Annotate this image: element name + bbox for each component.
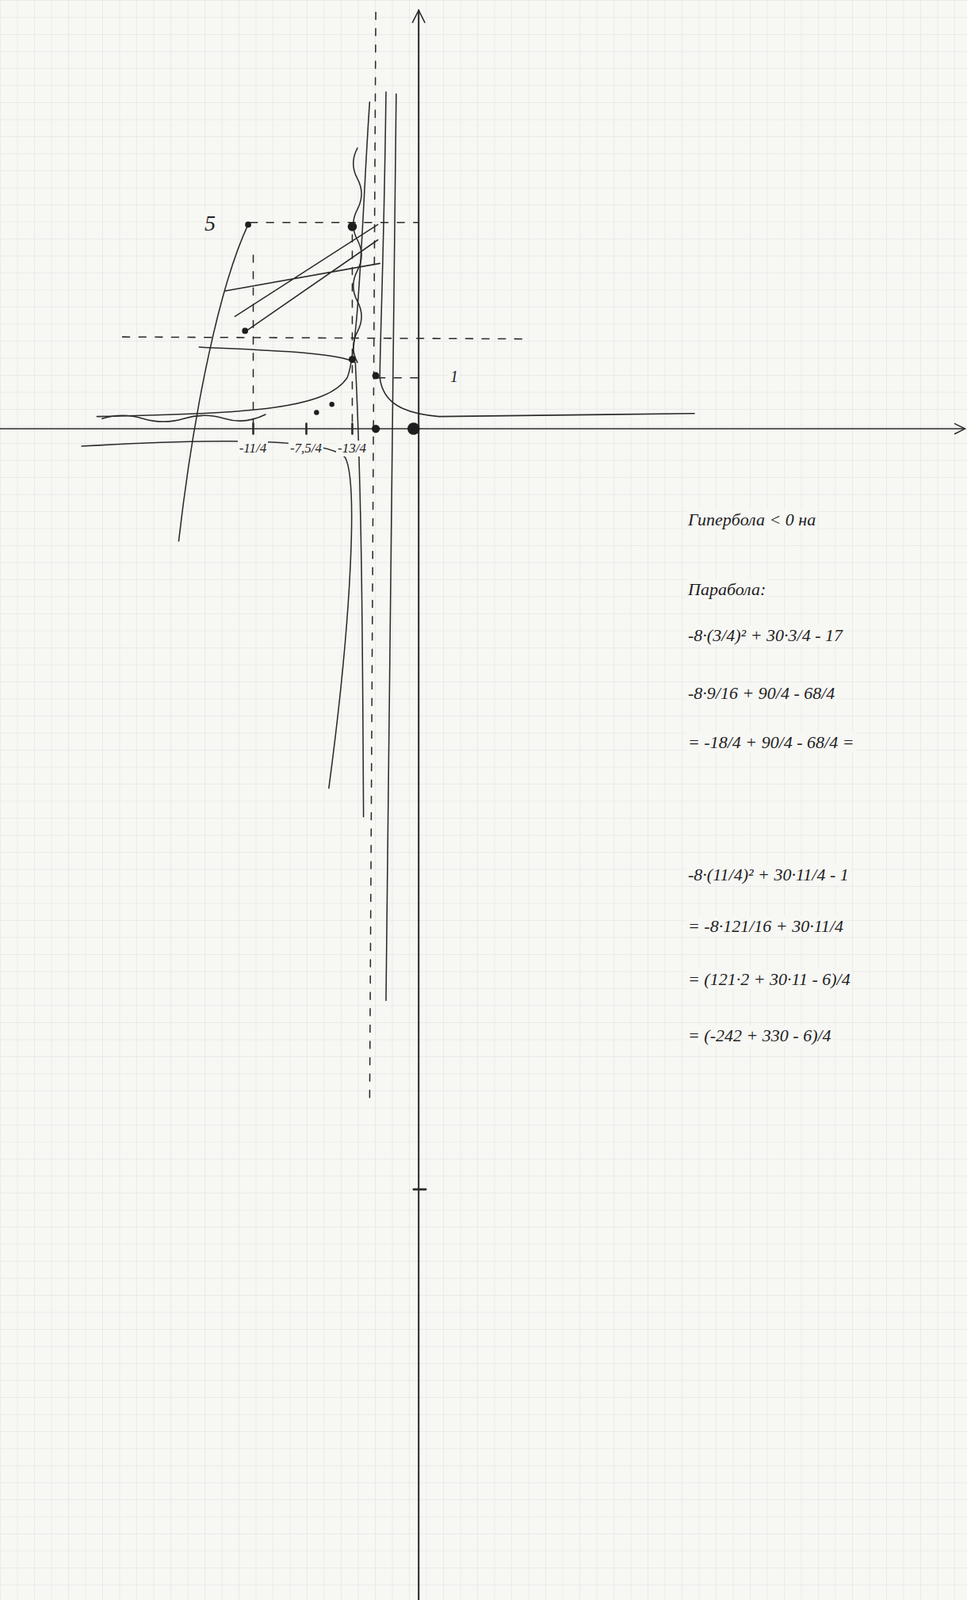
axis-tick	[252, 424, 352, 435]
axis-arrow	[412, 10, 425, 23]
guide-line	[250, 221, 420, 224]
formula-line: = -18/4 + 90/4 - 68/4 =	[686, 732, 857, 753]
formula-line: = (121·2 + 30·11 - 6)/4	[686, 969, 853, 990]
point	[371, 424, 380, 433]
guide-line	[351, 234, 354, 429]
curve	[386, 94, 397, 1002]
formula-line: -8·(11/4)² + 30·11/4 - 1	[686, 864, 851, 885]
note-text: Гипербола < 0 на	[686, 509, 818, 530]
point	[313, 409, 319, 415]
note-text: Парабола:	[686, 579, 768, 600]
formula-line: = (-242 + 330 - 6)/4	[686, 1025, 834, 1046]
guide-line	[378, 377, 420, 379]
point	[244, 221, 252, 229]
point	[347, 221, 358, 232]
axis-value: 1	[448, 367, 460, 387]
points	[241, 221, 420, 436]
y-axis	[417, 10, 420, 1600]
tick-label: -13/4	[336, 440, 368, 457]
guide-line	[252, 255, 255, 429]
hyperbola-branch	[96, 102, 370, 417]
tick-label: -7,5/4	[288, 440, 324, 457]
formula-line: -8·9/16 + 90/4 - 68/4	[686, 683, 837, 704]
formula-line: = -8·121/16 + 30·11/4	[686, 916, 845, 937]
formula-line: -8·(3/4)² + 30·3/4 - 17	[686, 625, 845, 646]
axis-tick	[413, 1188, 426, 1192]
parabola	[178, 224, 249, 541]
point	[407, 422, 420, 435]
wavy-line	[102, 414, 266, 422]
curve	[198, 347, 364, 818]
hyperbola-branch	[379, 91, 695, 417]
sketch	[0, 10, 965, 1600]
hyperbola-branch	[81, 441, 352, 789]
axis-arrow	[955, 424, 966, 435]
asymptote	[369, 11, 376, 1103]
tick-label: -11/4	[237, 440, 269, 457]
tangent-line	[224, 224, 380, 332]
point	[241, 328, 249, 335]
guide-lines	[122, 11, 527, 1103]
point	[348, 355, 356, 364]
wavy-line	[353, 148, 362, 364]
axis-value: 5	[202, 210, 218, 237]
asymptote	[122, 336, 527, 340]
x-axis	[0, 428, 965, 430]
point	[328, 401, 334, 407]
point	[372, 372, 380, 380]
